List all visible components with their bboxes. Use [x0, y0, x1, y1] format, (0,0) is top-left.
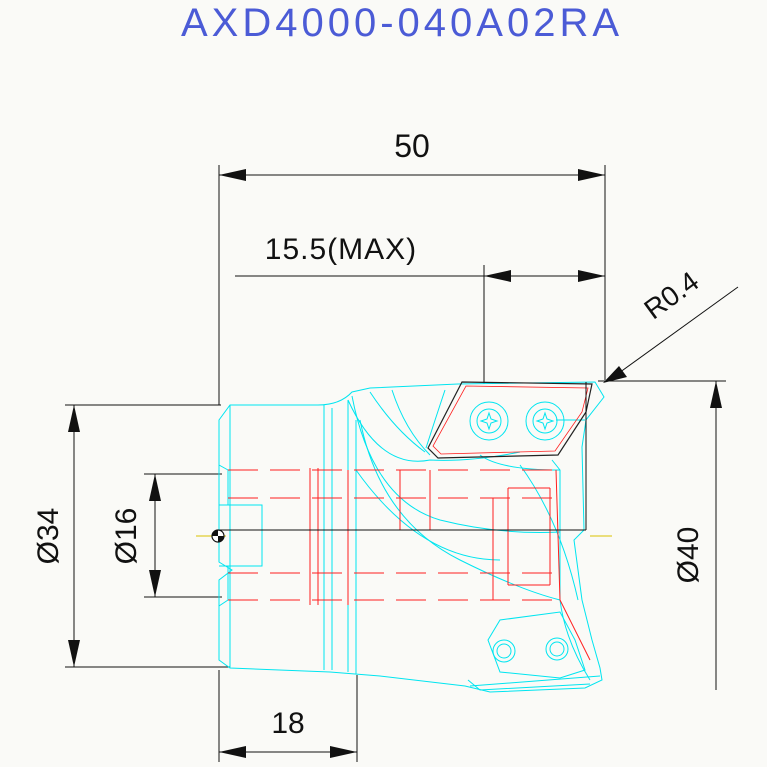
- cutter-body-outline: [218, 381, 605, 693]
- drawing-title: AXD4000-040A02RA: [181, 1, 623, 45]
- dimension-radius-label: R0.4: [638, 265, 704, 325]
- hidden-lines: [228, 468, 591, 661]
- dimension-lines: [65, 165, 739, 762]
- dimension-50-label: 50: [394, 128, 430, 164]
- cutting-insert: [427, 381, 593, 459]
- dimension-18-label: 18: [271, 707, 304, 740]
- dimension-shank-diameter-label: Ø34: [32, 508, 65, 565]
- reference-lines: [219, 382, 587, 531]
- origin-marker-icon: [211, 529, 225, 543]
- dimension-depth-label: 15.5(MAX): [265, 233, 417, 266]
- screw-icon: [479, 411, 555, 431]
- dimension-bore-diameter-label: Ø16: [110, 508, 143, 565]
- dimension-cutting-diameter-label: Ø40: [672, 527, 705, 584]
